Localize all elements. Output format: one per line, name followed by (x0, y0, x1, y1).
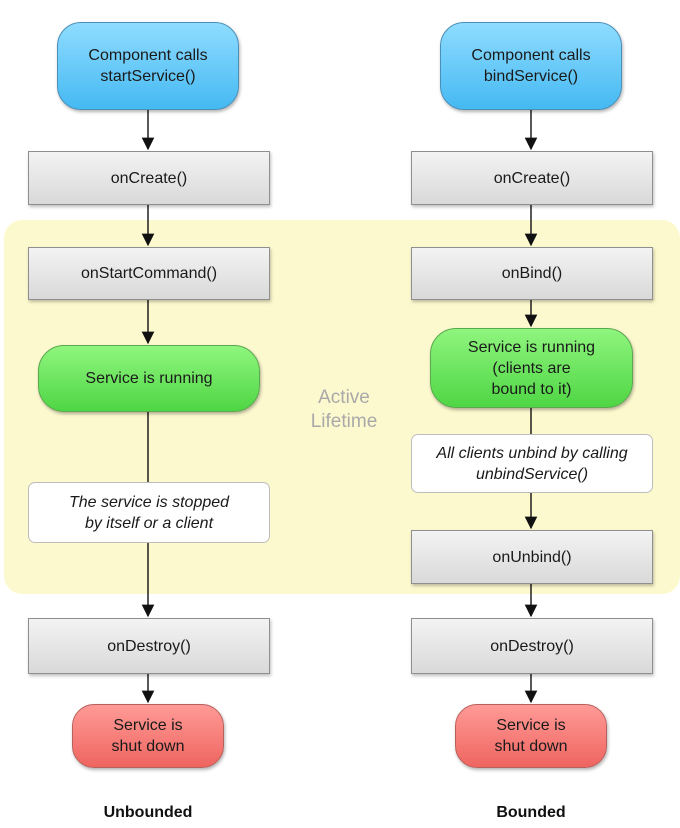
bounded-caption: Bounded (496, 804, 566, 821)
oncreate-node-bounded: onCreate() (411, 151, 653, 205)
service-running-node-bounded: Service is running (clients are bound to… (430, 328, 633, 408)
service-shut-down-node-bounded: Service is shut down (455, 704, 607, 768)
service-running-node-unbounded: Service is running (38, 345, 260, 412)
clients-unbind-note: All clients unbind by calling unbindServ… (411, 434, 653, 493)
start-service-node: Component calls startService() (57, 22, 239, 110)
active-lifetime-label: Active Lifetime (310, 387, 378, 432)
service-stopped-note: The service is stopped by itself or a cl… (28, 482, 270, 543)
onbind-node: onBind() (411, 247, 653, 300)
onstartcommand-node: onStartCommand() (28, 247, 270, 300)
oncreate-node-unbounded: onCreate() (28, 151, 270, 205)
unbounded-caption: Unbounded (103, 804, 193, 821)
bind-service-node: Component calls bindService() (440, 22, 622, 110)
onunbind-node: onUnbind() (411, 530, 653, 584)
service-shut-down-node-unbounded: Service is shut down (72, 704, 224, 768)
ondestroy-node-unbounded: onDestroy() (28, 618, 270, 674)
ondestroy-node-bounded: onDestroy() (411, 618, 653, 674)
